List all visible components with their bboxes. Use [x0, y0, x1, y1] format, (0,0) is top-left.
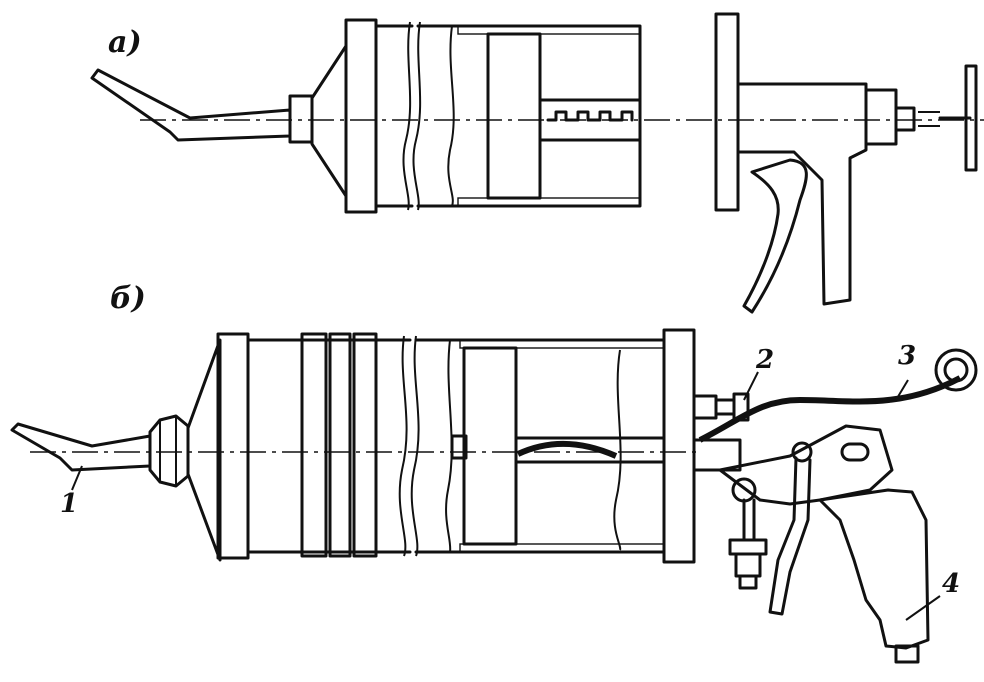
callout-3-label: 3 [898, 341, 916, 371]
barrel-left-a [374, 24, 414, 208]
callout-1-label: 1 [60, 489, 78, 519]
callout-3: 3 [895, 341, 916, 401]
front-cone-a [310, 44, 348, 198]
nozzle-collar-a [288, 94, 314, 144]
hose-ring [934, 348, 978, 392]
callout-1: 1 [60, 465, 83, 519]
connector-block [692, 438, 742, 472]
ring-2-b [328, 332, 352, 558]
callout-2: 2 [743, 345, 774, 401]
callout-4-label: 4 [942, 569, 960, 599]
rod-b [514, 436, 666, 464]
ring-1-b [300, 332, 328, 558]
spray-gun-body [718, 424, 894, 506]
view-b: б) [10, 281, 978, 664]
t-handle-a [964, 64, 978, 172]
knurled-cap-a [344, 18, 378, 214]
front-cone-b [186, 338, 222, 562]
view-a-label: а) [108, 25, 142, 60]
rear-flange-a [714, 12, 740, 212]
view-a: а) [90, 12, 984, 314]
lever-pivot [791, 441, 813, 463]
valve-body-2 [692, 394, 718, 420]
callouts: 1 2 3 4 [60, 341, 960, 621]
callout-2-label: 2 [755, 345, 774, 375]
piston-b [462, 346, 518, 546]
rear-flange-b [662, 328, 696, 564]
nozzle-a [90, 68, 292, 142]
view-b-label: б) [110, 281, 146, 316]
piston-a [486, 32, 542, 200]
rod-a [538, 98, 642, 142]
knurled-cap-b [216, 332, 250, 560]
side-valve-knob [731, 477, 757, 503]
trigger-a [742, 158, 808, 314]
rear-nut-a [864, 88, 898, 146]
nozzle-fitting-b [148, 414, 190, 488]
nozzle-b [10, 422, 152, 472]
grip-4 [818, 488, 930, 650]
callout-4: 4 [905, 569, 960, 621]
trigger-b [768, 456, 812, 616]
ring-3-b [352, 332, 378, 558]
hose-3 [698, 375, 962, 443]
